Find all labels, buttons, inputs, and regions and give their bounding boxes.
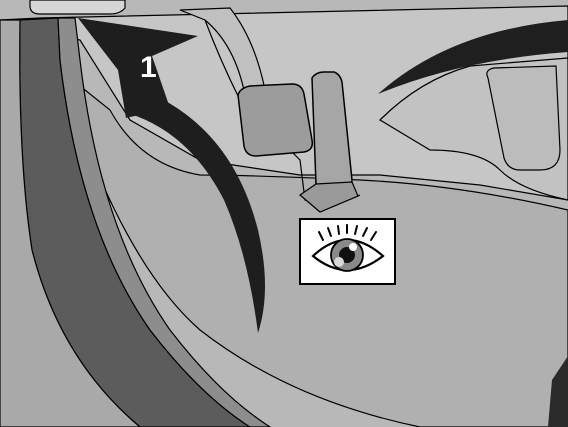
brake-pedal — [238, 84, 312, 156]
visual-check-badge — [299, 218, 396, 285]
step-number: 1 — [140, 51, 157, 84]
eyelash-group — [319, 225, 376, 240]
eye-reflection — [334, 257, 344, 267]
top-edge-tab — [30, 0, 125, 14]
eye-icon — [301, 220, 394, 283]
eye-highlight — [349, 243, 357, 251]
